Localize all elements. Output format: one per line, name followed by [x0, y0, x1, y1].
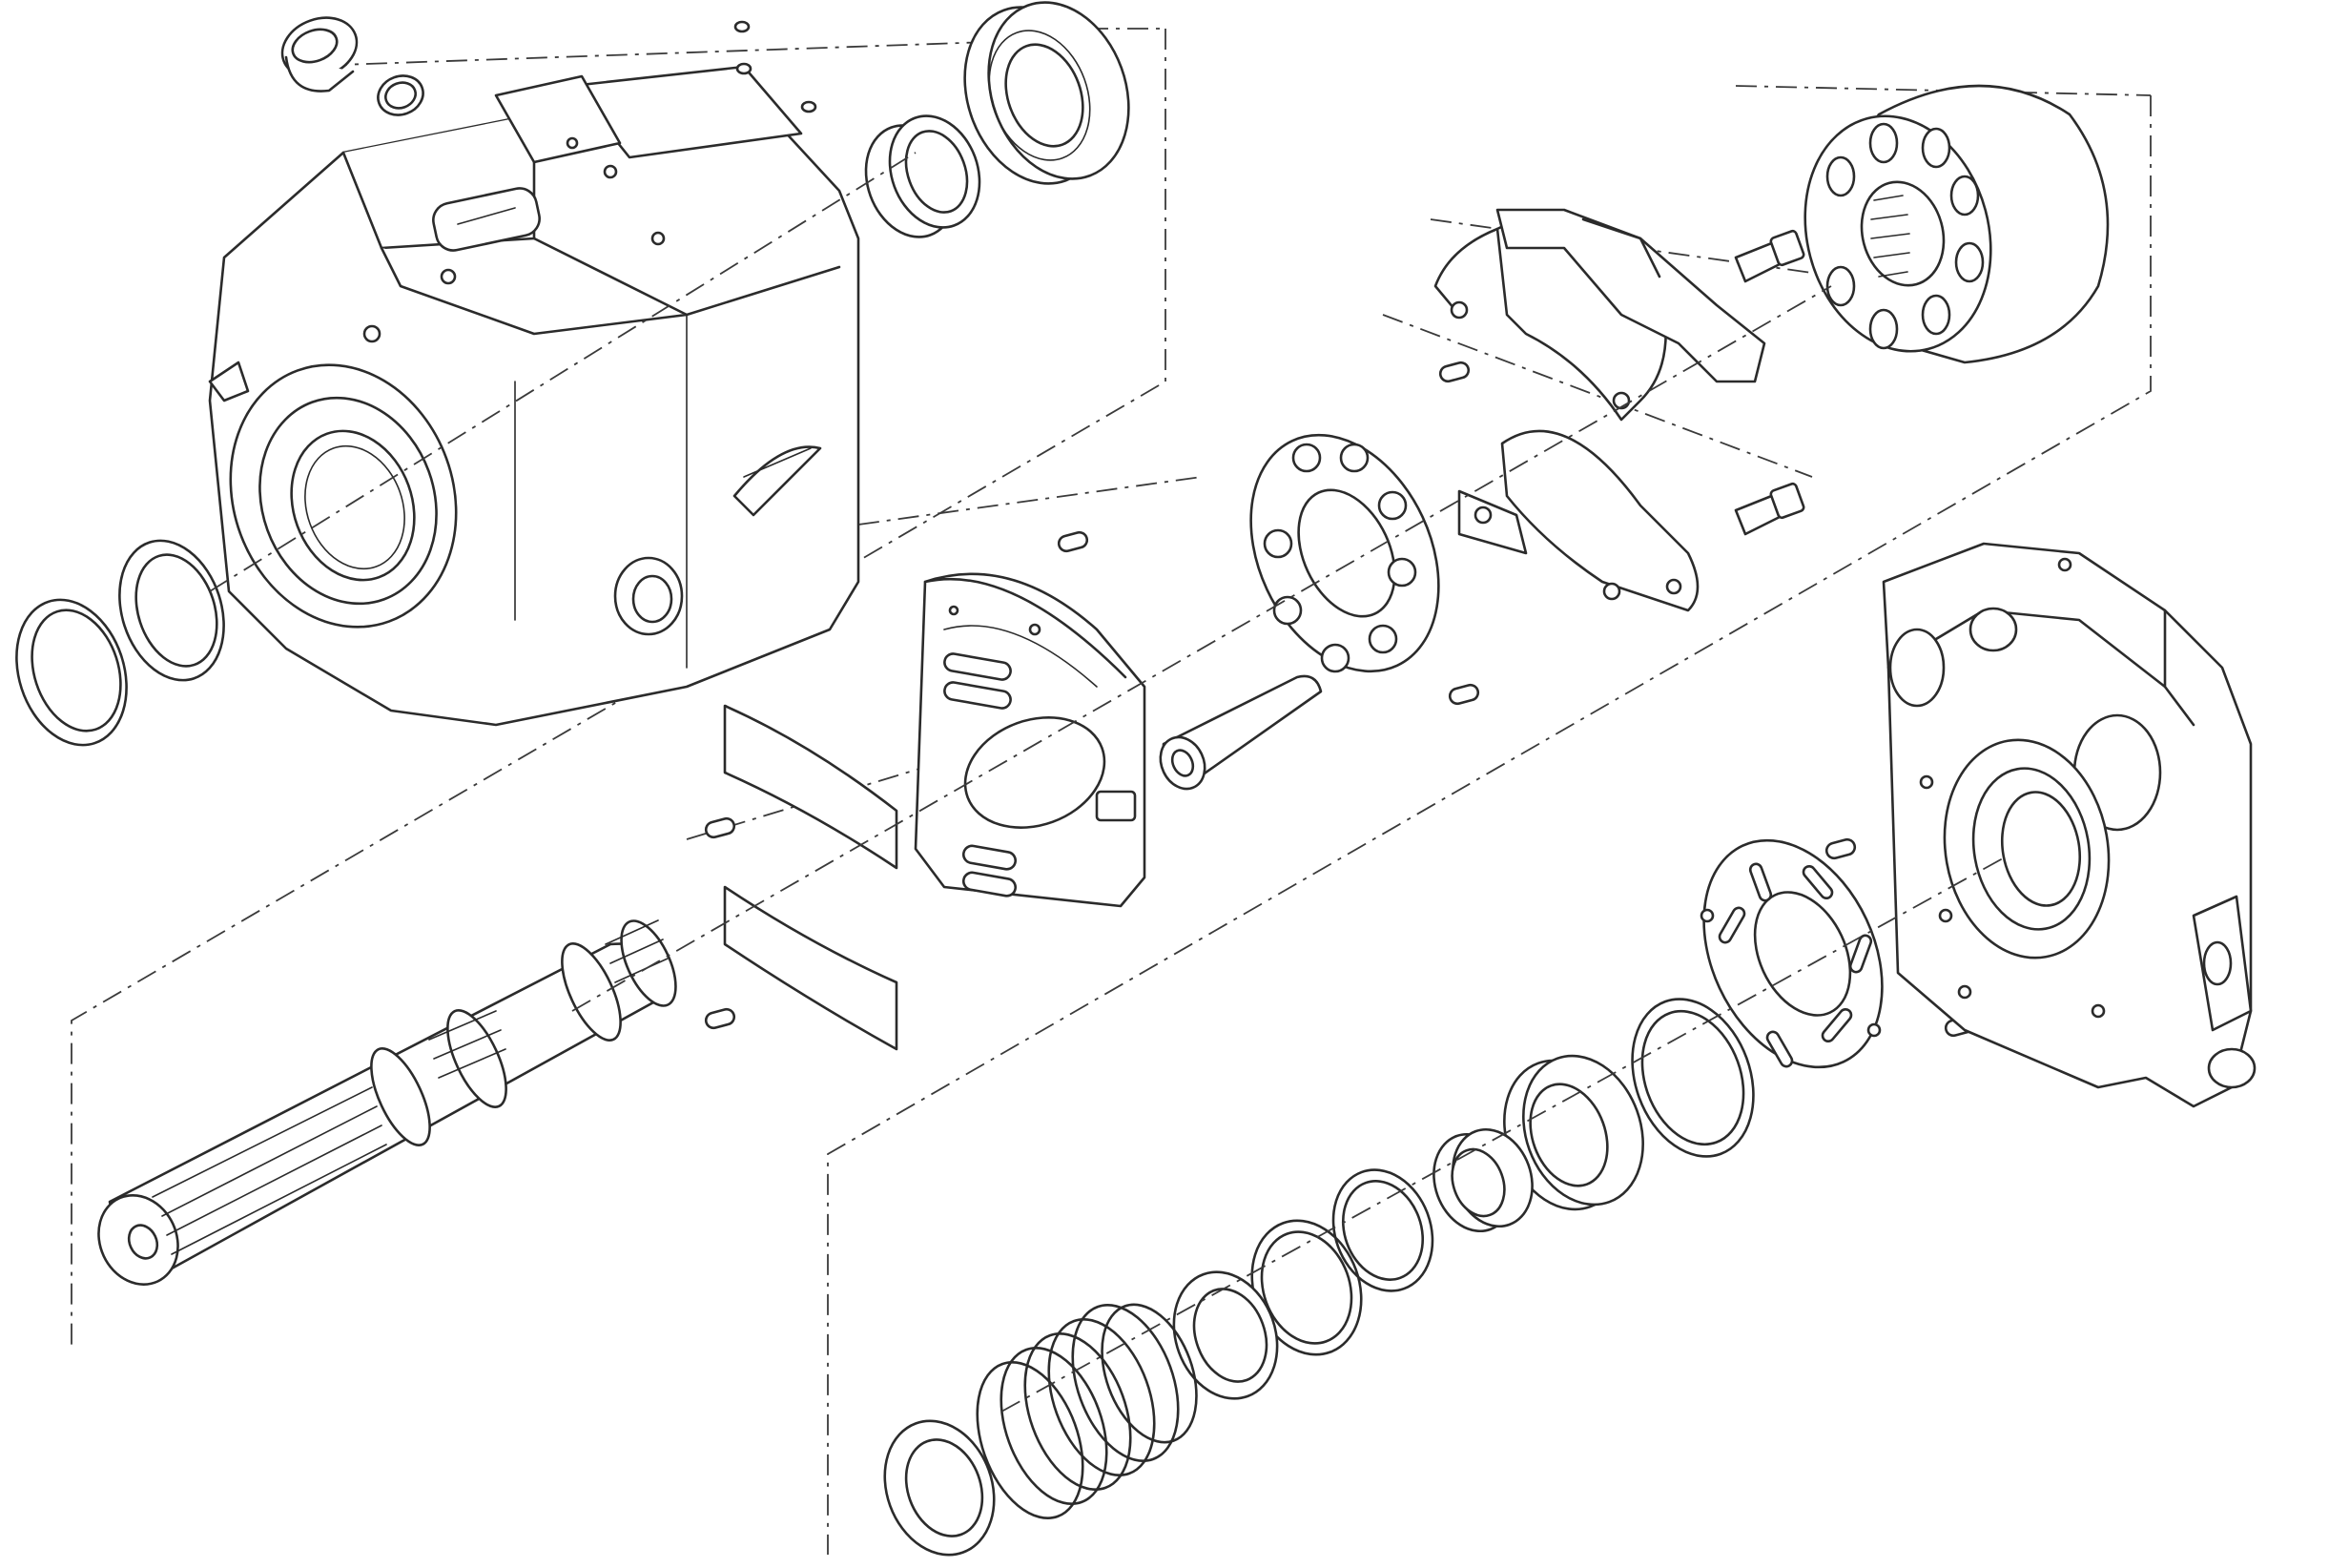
end-cap-icon: [1882, 542, 2257, 1108]
roller-bearing-icon: [1503, 1054, 1644, 1211]
roller-bearing-icon: [963, 1, 1130, 185]
spring-icon: [976, 1303, 1198, 1519]
o-ring-icon: [377, 20, 817, 116]
plug-icon: [280, 16, 359, 93]
servo-arm-icon: [1433, 208, 1766, 612]
retaining-ring-icon: [15, 598, 128, 747]
pump-housing-icon: [208, 65, 860, 727]
slipper-hold-down-icon: [1159, 674, 1323, 791]
shaft-seal-icon: [118, 539, 225, 682]
bearing-cup-icon: [1432, 1127, 1534, 1233]
bearing-cup-icon: [864, 114, 981, 238]
cylinder-block-icon: [1803, 84, 2110, 364]
splined-shaft-icon: [97, 919, 677, 1286]
center-lines: [209, 152, 2004, 1413]
snap-ring-icon: [1331, 1168, 1434, 1292]
retainer-plate-icon: [1249, 433, 1440, 673]
washer-icon: [883, 1219, 1363, 1557]
cap-screw-icon: [1734, 229, 1805, 536]
o-ring-icon: [1631, 998, 1755, 1158]
valve-plate-icon: [1700, 838, 1884, 1069]
swash-plate-cradle-icon: [914, 572, 1146, 908]
cradle-bearing-icon: [723, 704, 898, 1051]
